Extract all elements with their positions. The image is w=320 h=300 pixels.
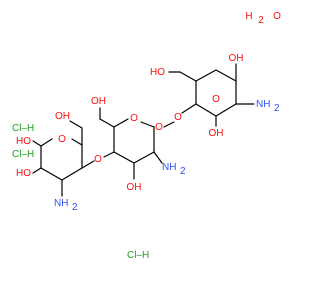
- bond: [99, 118, 115, 128]
- bond: [81, 160, 95, 169]
- ho-label: HO: [16, 136, 31, 147]
- oh-label: OH: [91, 96, 106, 107]
- bond: [181, 103, 197, 114]
- bond: [113, 118, 129, 128]
- ring-oxygen-label: O: [174, 112, 182, 123]
- bond: [71, 138, 83, 146]
- bond: [215, 103, 237, 117]
- bond: [195, 103, 217, 117]
- ring-oxygen-label: O: [155, 122, 163, 133]
- bond: [40, 167, 63, 181]
- bond: [153, 151, 163, 164]
- water-h: H: [245, 11, 252, 22]
- structure-diagram: H O 2 OH NH 2 OH O O HO O O OH NH 2 OH O…: [12, 11, 282, 261]
- ring-oxygen-label: O: [94, 154, 102, 165]
- oh-label: OH: [55, 111, 70, 122]
- ho-label: HO: [16, 168, 31, 179]
- bond: [215, 69, 237, 82]
- oh-label: OH: [209, 128, 224, 139]
- bond: [61, 167, 83, 181]
- bond: [195, 69, 217, 82]
- hcl-label: Cl–H: [127, 250, 149, 261]
- nh2-label: NH: [54, 198, 68, 209]
- bond-lines: [32, 63, 255, 197]
- ring-oxygen-label: O: [58, 134, 66, 145]
- bond: [133, 151, 155, 164]
- bond: [32, 140, 42, 147]
- water-o: O: [273, 11, 281, 22]
- ho-label: HO: [150, 67, 165, 78]
- bond: [163, 121, 175, 128]
- bond: [69, 120, 83, 129]
- nh2-subscript: 2: [274, 103, 280, 114]
- bond: [179, 71, 197, 82]
- nh2-subscript: 2: [180, 166, 186, 177]
- bond: [113, 151, 135, 164]
- bond: [40, 138, 53, 147]
- ring-oxygen-label: O: [212, 94, 220, 105]
- bond: [140, 121, 155, 128]
- nh2-label: NH: [162, 162, 176, 173]
- oh-label: OH: [229, 53, 244, 64]
- hcl-label: Cl–H: [12, 149, 34, 160]
- nh2-label: NH: [256, 99, 270, 110]
- nh2-subscript: 2: [72, 202, 78, 213]
- water-subscript: 2: [258, 15, 264, 26]
- bond: [32, 167, 42, 174]
- oh-label: OH: [127, 182, 142, 193]
- ring-oxygen-label: O: [130, 113, 138, 124]
- hcl-label: Cl–H: [12, 123, 34, 134]
- bond: [103, 151, 115, 158]
